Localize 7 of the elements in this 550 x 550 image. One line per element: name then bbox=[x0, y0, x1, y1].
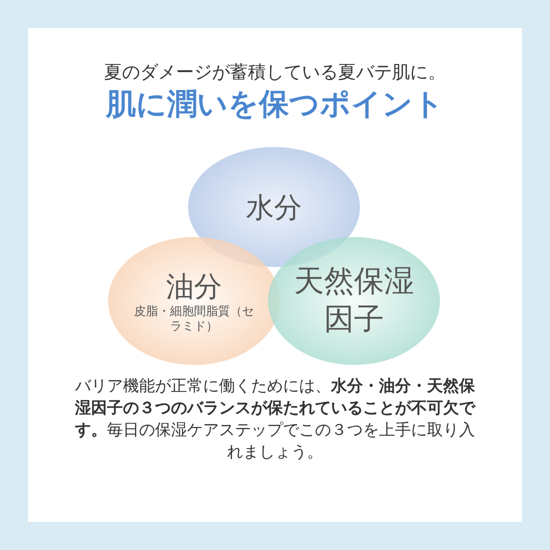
circle-label: 天然保湿因子 bbox=[293, 263, 415, 339]
subtitle: 夏のダメージが蓄積している夏バテ肌に。 bbox=[103, 61, 447, 84]
title: 肌に潤いを保つポイント bbox=[104, 86, 445, 124]
body-paragraph: バリア機能が正常に働くためには、水分・油分・天然保湿因子の３つのバランスが保たれていることが不可欠です。毎日の保湿ケアステップでこの３つを上手に取り入れましょう。 bbox=[74, 375, 477, 463]
circle-sublabel: 皮脂・細胞間脂質（セラミド） bbox=[133, 304, 255, 334]
circle-label: 水分 bbox=[245, 190, 303, 224]
circle-label: 油分 bbox=[165, 268, 223, 304]
